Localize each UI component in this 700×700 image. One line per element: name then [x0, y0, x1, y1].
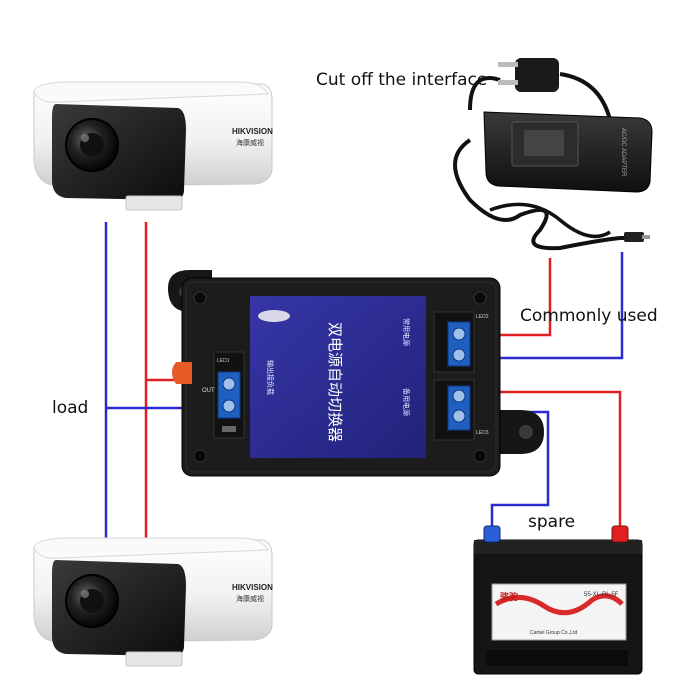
camera-bottom-brand-cn: 海康威视	[236, 594, 264, 603]
led-label: LED2	[476, 314, 489, 320]
module-panel	[250, 296, 426, 458]
dual-power-switcher: 双电源自动切换器 输出接负载 常用电源 备用电源 OUT LED1 LED2 L…	[168, 270, 544, 477]
led-label: LED1	[217, 358, 230, 364]
load-label: load	[52, 398, 89, 418]
adapter-label: AC/DC ADAPTER	[620, 128, 626, 177]
cut-off-interface-label: Cut off the interface	[316, 70, 488, 90]
common-negative-wire	[470, 252, 624, 360]
spare-positive-wire	[470, 390, 622, 530]
terminal-screw-icon	[222, 399, 236, 413]
module-right-bottom-caption: 备用电源	[402, 388, 411, 416]
dc-plug-icon	[624, 232, 644, 242]
module-out-label: OUT	[202, 388, 215, 394]
ac-plug-icon	[515, 58, 559, 92]
camera-bottom: HIKVISION 海康威视	[33, 537, 273, 667]
battery-maker: Camel Group Co.,Ltd	[530, 630, 577, 636]
battery-brand: 骆驼	[500, 591, 518, 603]
terminal-screw-icon	[452, 348, 466, 362]
terminal-screw-icon	[222, 377, 236, 391]
spare-label: spare	[528, 512, 576, 532]
battery-model: 55-XL-RL.5F	[584, 592, 619, 598]
led-label: LED3	[476, 430, 489, 436]
terminal-screw-icon	[452, 327, 466, 341]
commonly-used-label: Commonly used	[520, 306, 658, 326]
module-title: 双电源自动切换器	[326, 322, 344, 442]
terminal-screw-icon	[452, 409, 466, 423]
power-adapter: AC/DC ADAPTER	[453, 58, 653, 251]
battery-positive-terminal	[611, 525, 629, 543]
camera-bottom-brand: HIKVISION	[232, 583, 273, 592]
battery-negative-terminal	[483, 525, 501, 543]
module-left-caption: 输出接负载	[266, 360, 275, 395]
camera-top-brand: HIKVISION	[232, 127, 273, 136]
wiring	[104, 222, 624, 540]
module-right-top-caption: 常用电源	[402, 318, 411, 346]
backup-battery: 骆驼 55-XL-RL.5F Camel Group Co.,Ltd	[473, 525, 643, 675]
terminal-screw-icon	[452, 389, 466, 403]
camera-top-brand-cn: 海康威视	[236, 138, 264, 147]
camera-top: HIKVISION 海康威视	[33, 81, 273, 211]
